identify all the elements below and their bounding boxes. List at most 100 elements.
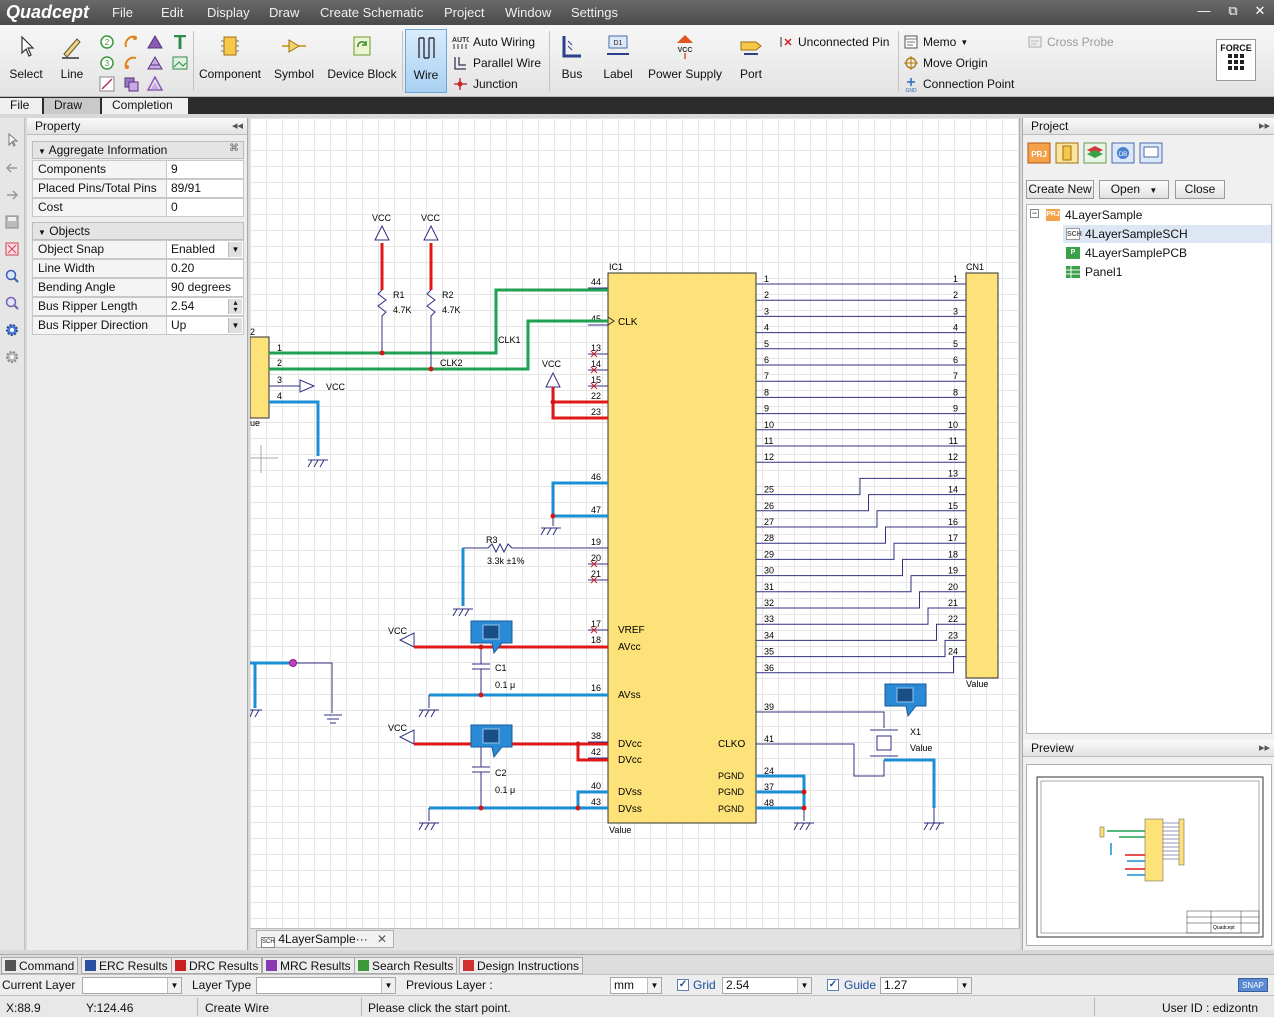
menu-display[interactable]: Display — [207, 5, 250, 20]
rectangle-icon[interactable] — [122, 75, 140, 93]
zoom-out-icon[interactable] — [4, 295, 20, 311]
arc-2-icon[interactable] — [122, 54, 140, 72]
component-button[interactable]: Component — [196, 29, 264, 93]
library-icon[interactable] — [1055, 142, 1079, 164]
spinner-icon[interactable]: ▴▾ — [228, 299, 242, 314]
force-button[interactable]: FORCE — [1216, 39, 1256, 81]
device-block-marker-c1[interactable] — [470, 620, 513, 655]
r3-resistor[interactable] — [462, 542, 608, 606]
tree-item-pcb[interactable]: P 4LayerSamplePCB — [1063, 244, 1190, 262]
text-icon[interactable]: T — [170, 31, 190, 53]
circle-2-icon[interactable]: 2 — [98, 33, 116, 51]
close-window-button[interactable]: ✕ — [1254, 3, 1266, 18]
layers-icon[interactable] — [1083, 142, 1107, 164]
minimize-button[interactable]: — — [1197, 3, 1211, 18]
chevron-down-icon[interactable]: ▼ — [228, 318, 242, 333]
c1-capacitor[interactable] — [472, 647, 490, 695]
aggregate-group-header[interactable]: ▼ Aggregate Information ⌘ — [32, 141, 244, 159]
tab-draw[interactable]: Draw — [44, 98, 100, 114]
create-new-button[interactable]: Create New — [1026, 180, 1094, 199]
junction-button[interactable]: Junction — [452, 74, 518, 94]
symbol-button[interactable]: Symbol — [268, 29, 320, 93]
ic1-body[interactable] — [607, 272, 757, 824]
cn1-body[interactable] — [965, 272, 999, 679]
memo-button[interactable]: Memo ▼ — [903, 32, 968, 52]
document-tab-4layersample[interactable]: SCH 4LayerSample··· ✕ — [256, 930, 394, 948]
close-tab-icon[interactable]: ✕ — [376, 932, 387, 946]
pointer-icon[interactable] — [4, 132, 20, 148]
line-button[interactable]: Line — [52, 29, 92, 93]
power-supply-button[interactable]: VCC Power Supply — [644, 29, 726, 93]
menu-window[interactable]: Window — [505, 5, 552, 20]
parallel-wire-button[interactable]: Parallel Wire — [452, 53, 541, 73]
image-icon[interactable] — [171, 54, 189, 72]
bus-button[interactable]: Bus — [553, 29, 591, 93]
monitor-icon[interactable] — [1139, 142, 1163, 164]
tree-item-project[interactable]: PRJ 4LayerSample — [1046, 208, 1143, 222]
shape-icon[interactable] — [146, 75, 164, 93]
menu-draw[interactable]: Draw — [269, 5, 300, 20]
redo-icon[interactable] — [4, 187, 20, 203]
label-button[interactable]: D1 Label — [599, 29, 637, 93]
unconnected-pin-button[interactable]: Unconnected Pin — [778, 32, 889, 52]
collapse-panel-icon[interactable]: ▸▸ — [1258, 742, 1270, 754]
collapse-panel-icon[interactable]: ▸▸ — [1258, 120, 1270, 132]
objects-group-header[interactable]: ▼ Objects — [32, 222, 244, 240]
guide-checkbox[interactable]: ✓ — [827, 979, 839, 991]
schematic-canvas[interactable]: IC1 Value CLK VREF AVcc AVss DVcc DVcc D… — [250, 118, 1020, 928]
grid-value-select[interactable]: 2.54▼ — [722, 977, 812, 994]
collapse-icon[interactable]: − — [1030, 208, 1039, 218]
project-icon[interactable]: PRJ — [1027, 142, 1051, 164]
layer-type-select[interactable]: ▼ — [256, 977, 396, 994]
tab-erc-results[interactable]: ERC Results — [81, 957, 172, 974]
auto-wiring-button[interactable]: AUTO Auto Wiring — [452, 35, 536, 49]
tab-mrc-results[interactable]: MRC Results — [262, 957, 355, 974]
chevron-down-icon[interactable]: ▼ — [228, 242, 242, 257]
select-button[interactable]: Select — [4, 29, 48, 93]
tab-file[interactable]: File — [0, 98, 42, 114]
tab-design-instructions[interactable]: Design Instructions — [459, 957, 584, 974]
current-layer-select[interactable]: ▼ — [82, 977, 182, 994]
menu-create-schematic[interactable]: Create Schematic — [320, 5, 424, 20]
tree-item-panel[interactable]: Panel1 — [1063, 263, 1125, 281]
tab-completion[interactable]: Completion — [102, 98, 188, 114]
undo-icon[interactable] — [4, 160, 20, 176]
menu-file[interactable]: File — [112, 5, 133, 20]
tree-item-schematic[interactable]: SCH 4LayerSampleSCH — [1063, 225, 1271, 243]
pin-icon[interactable]: ⌘ — [229, 143, 239, 154]
zoom-in-icon[interactable] — [4, 268, 20, 284]
restore-button[interactable]: ⧉ — [1228, 3, 1238, 18]
device-block-marker-c2[interactable] — [470, 724, 513, 759]
c2-capacitor[interactable] — [472, 744, 490, 808]
settings-gear-icon[interactable] — [4, 322, 20, 338]
tab-drc-results[interactable]: DRC Results — [171, 957, 263, 974]
polygon-icon[interactable] — [146, 54, 164, 72]
save-icon[interactable] — [4, 214, 20, 230]
arc-icon[interactable] — [122, 33, 140, 51]
connection-point-button[interactable]: GND Connection Point — [903, 74, 1014, 94]
options-gear-icon[interactable] — [4, 349, 20, 365]
tab-search-results[interactable]: Search Results — [354, 957, 458, 974]
move-origin-button[interactable]: Move Origin — [903, 53, 988, 73]
wire-button[interactable]: Wire — [405, 29, 447, 93]
close-project-button[interactable]: Close — [1175, 180, 1225, 199]
device-block-marker-x1[interactable] — [884, 683, 927, 718]
port-button[interactable]: Port — [732, 29, 770, 93]
preview-thumbnail[interactable]: Quadcept — [1026, 764, 1272, 946]
collapse-panel-icon[interactable]: ◂◂ — [231, 120, 243, 132]
zoom-fit-icon[interactable] — [4, 241, 20, 257]
r1-resistor[interactable] — [377, 289, 387, 353]
database-icon[interactable]: DB — [1111, 142, 1135, 164]
r2-resistor[interactable] — [426, 289, 436, 369]
guide-value-select[interactable]: 1.27▼ — [880, 977, 972, 994]
grid-checkbox[interactable]: ✓ — [677, 979, 689, 991]
menu-edit[interactable]: Edit — [161, 5, 184, 20]
unit-select[interactable]: mm▼ — [610, 977, 662, 994]
cross-probe-button[interactable]: Cross Probe — [1027, 32, 1114, 52]
tab-command[interactable]: Command — [1, 957, 79, 974]
triangle-icon[interactable] — [146, 33, 164, 51]
